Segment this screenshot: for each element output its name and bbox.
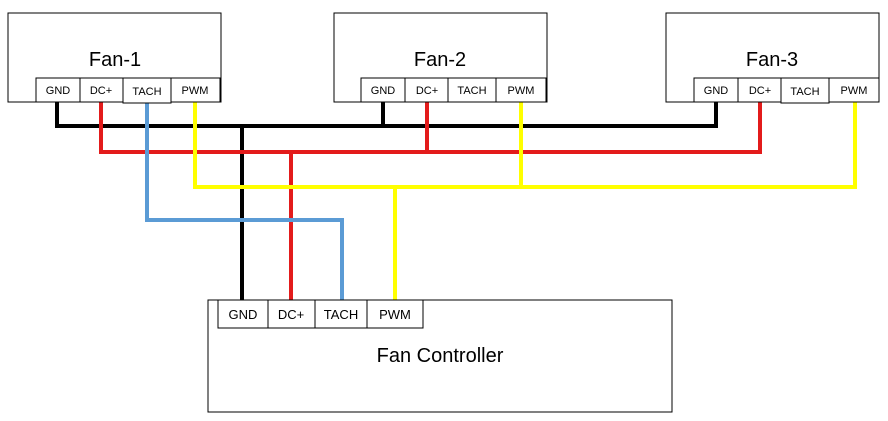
fan-3-module: Fan-3 GND DC+ TACH PWM [665,12,880,104]
fan-3-pin-gnd-label: GND [704,85,729,97]
fan-1-pin-dc [79,77,124,103]
fan-controller-title: Fan Controller [377,345,504,367]
fan-1-pin-gnd [35,77,81,103]
fan-3-pin-tach [780,77,830,104]
fan-2-pin-pwm [495,77,547,103]
fan-2-pin-pwm-label: PWM [508,85,535,97]
wire-dc [99,102,762,300]
fan-3-pin-pwm [828,77,880,103]
controller-pin-tach [314,299,368,329]
controller-pin-dc-label: DC+ [278,307,304,322]
controller-pin-pwm [366,299,424,329]
wire-gnd [55,102,718,300]
fan-controller-module: Fan Controller GND DC+ TACH PWM [207,299,673,413]
fan-3-pin-tach-label: TACH [790,86,819,98]
controller-pin-tach-label: TACH [324,307,358,322]
controller-pin-gnd-label: GND [229,307,258,322]
fan-3-pin-pwm-label: PWM [841,85,868,97]
controller-pin-dc [267,299,316,329]
fan-1-pin-gnd-label: GND [46,85,71,97]
wires [55,102,857,300]
fan-1-pin-dc-label: DC+ [90,85,112,97]
fan-2-pin-gnd [360,77,406,103]
wire-tach [145,102,344,300]
fan-1-title: Fan-1 [89,49,141,71]
fan-2-pin-gnd-label: GND [371,85,396,97]
fan-2-pin-tach [447,77,497,103]
wire-pwm [193,102,857,300]
fan-3-pin-dc-label: DC+ [749,85,771,97]
fan-2-pin-dc [404,77,449,103]
fan-3-pin-gnd [693,77,739,103]
controller-pin-gnd [217,299,269,329]
fan-2-pin-dc-label: DC+ [416,85,438,97]
fan-2-module: Fan-2 GND DC+ TACH PWM [333,12,548,103]
fan-2-title: Fan-2 [414,49,466,71]
fan-1-pin-tach-label: TACH [132,86,161,98]
fan-3-title: Fan-3 [746,49,798,71]
controller-pin-pwm-label: PWM [379,307,411,322]
fan-1-pin-pwm-label: PWM [182,85,209,97]
fan-2-pin-tach-label: TACH [457,85,486,97]
fan-1-pin-pwm [170,77,221,103]
fan-1-module: Fan-1 GND DC+ TACH PWM [7,12,222,104]
fan-3-pin-dc [737,77,782,103]
